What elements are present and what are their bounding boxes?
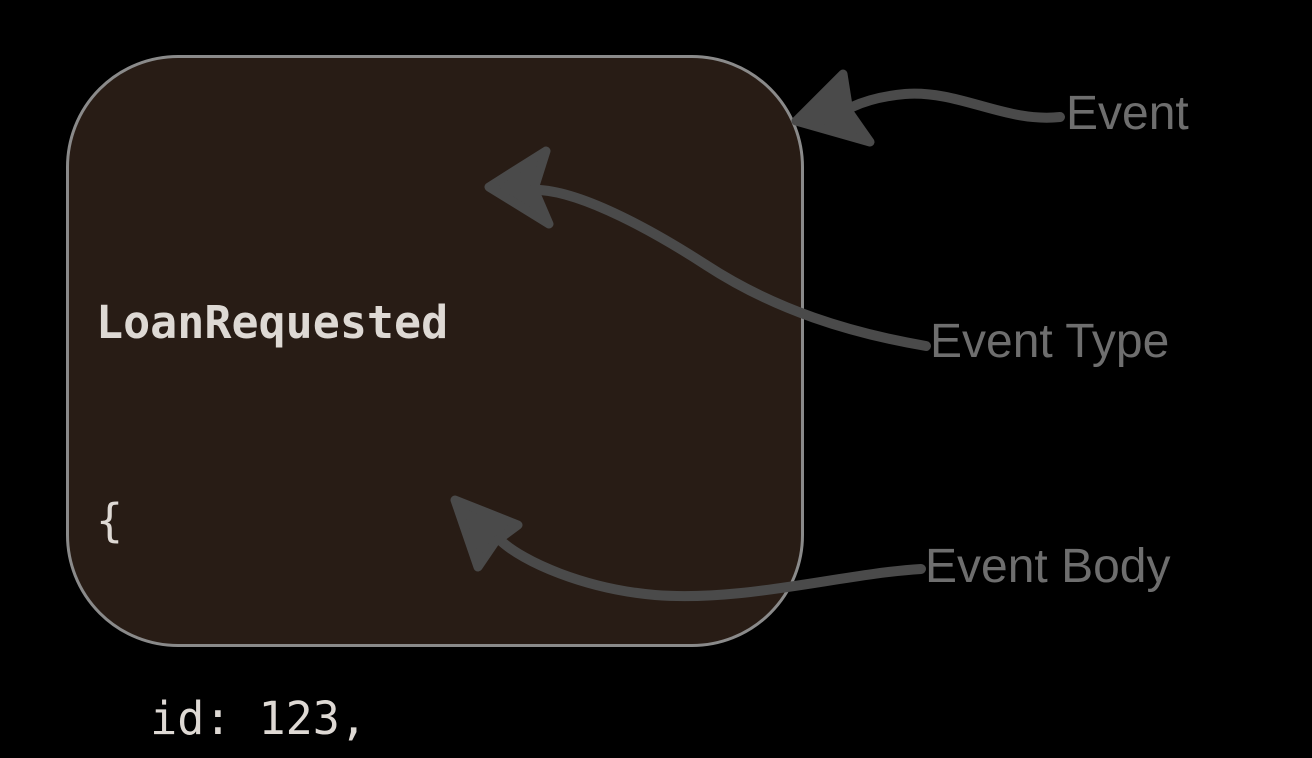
event-box: LoanRequested { id: 123, amount: 100, bo… — [66, 55, 804, 745]
event-code-block: LoanRequested { id: 123, amount: 100, bo… — [96, 158, 719, 758]
event-arrow-line — [847, 88, 1065, 123]
event-arrow — [791, 69, 1065, 147]
event-body-label: Event Body — [925, 540, 1171, 593]
event-type-label: Event Type — [930, 315, 1170, 368]
event-label: Event — [1066, 87, 1189, 140]
event-type-text: LoanRequested — [96, 296, 449, 349]
code-line: { — [96, 494, 124, 547]
code-line: id: 123, — [96, 692, 367, 745]
event-arrowhead-icon — [791, 69, 875, 147]
